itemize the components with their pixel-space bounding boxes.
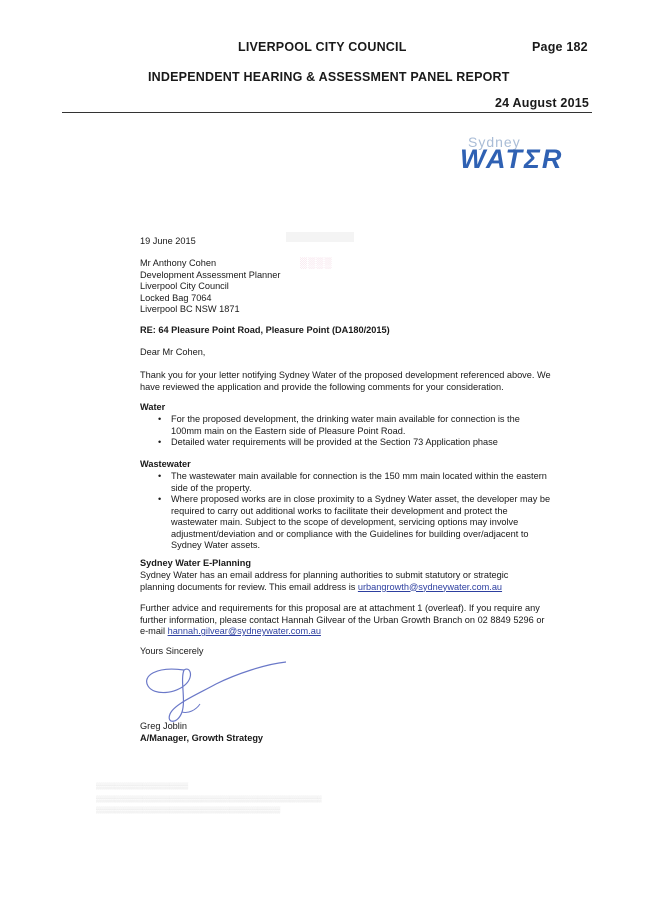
- header-divider: [62, 112, 592, 113]
- eplanning-paragraph: Sydney Water has an email address for pl…: [140, 570, 509, 592]
- list-item: •For the proposed development, the drink…: [158, 414, 520, 436]
- report-title: INDEPENDENT HEARING & ASSESSMENT PANEL R…: [148, 70, 510, 84]
- water-heading: Water: [140, 402, 166, 412]
- footer-line: ▒▒▒▒▒▒▒▒▒▒▒▒▒▒▒▒▒▒▒▒▒▒▒▒▒▒▒▒▒▒▒▒▒▒▒▒▒▒▒▒…: [96, 796, 322, 803]
- addressee-block: Mr Anthony Cohen Development Assessment …: [140, 258, 560, 316]
- signature-scribble: [146, 661, 287, 722]
- intro-paragraph: Thank you for your letter notifying Sydn…: [140, 370, 551, 392]
- addressee-line: Development Assessment Planner: [140, 269, 281, 280]
- wastewater-heading: Wastewater: [140, 459, 191, 469]
- water-list: •For the proposed development, the drink…: [140, 414, 552, 449]
- salutation: Dear Mr Cohen,: [140, 347, 206, 357]
- report-date: 24 August 2015: [495, 96, 590, 110]
- logo-water: WATΣR: [460, 144, 564, 174]
- logo-sydney: Sydney: [468, 134, 521, 150]
- list-item: •The wastewater main available for conne…: [158, 471, 547, 493]
- addressee-line: Mr Anthony Cohen: [140, 258, 217, 268]
- addressee-line: Locked Bag 7064: [140, 292, 212, 303]
- list-item: •Detailed water requirements will be pro…: [158, 437, 498, 447]
- footer-line: ▒▒▒▒▒▒▒▒▒▒▒▒▒▒▒▒▒▒▒▒▒▒▒▒▒▒▒▒▒▒▒▒▒▒▒▒▒▒▒▒: [96, 807, 281, 814]
- wastewater-list: •The wastewater main available for conne…: [140, 471, 552, 552]
- signatory-name: Greg Joblin: [140, 721, 187, 731]
- footer-line: ▒▒▒▒▒▒▒▒▒▒▒▒▒▒▒▒▒▒▒▒: [96, 783, 189, 790]
- addressee-line: Liverpool BC NSW 1871: [140, 304, 240, 314]
- urbangrowth-email-link[interactable]: urbangrowth@sydneywater.com.au: [357, 581, 503, 592]
- received-stamp: [286, 232, 354, 242]
- list-item: •Where proposed works are in close proxi…: [158, 494, 551, 550]
- council-name: LIVERPOOL CITY COUNCIL: [238, 40, 407, 54]
- eplanning-heading: Sydney Water E-Planning: [140, 558, 251, 568]
- contact-email-link[interactable]: hannah.gilvear@sydneywater.com.au: [167, 626, 321, 636]
- further-paragraph: Further advice and requirements for this…: [140, 603, 545, 636]
- date-stamp: ░░░░: [300, 258, 333, 269]
- subject-line: RE: 64 Pleasure Point Road, Pleasure Poi…: [140, 325, 390, 335]
- closing: Yours Sincerely: [140, 646, 204, 656]
- addressee-line: Liverpool City Council: [140, 281, 229, 291]
- page-number: Page 182: [532, 40, 588, 54]
- signatory-title: A/Manager, Growth Strategy: [140, 733, 264, 743]
- letter-date: 19 June 2015: [140, 236, 196, 246]
